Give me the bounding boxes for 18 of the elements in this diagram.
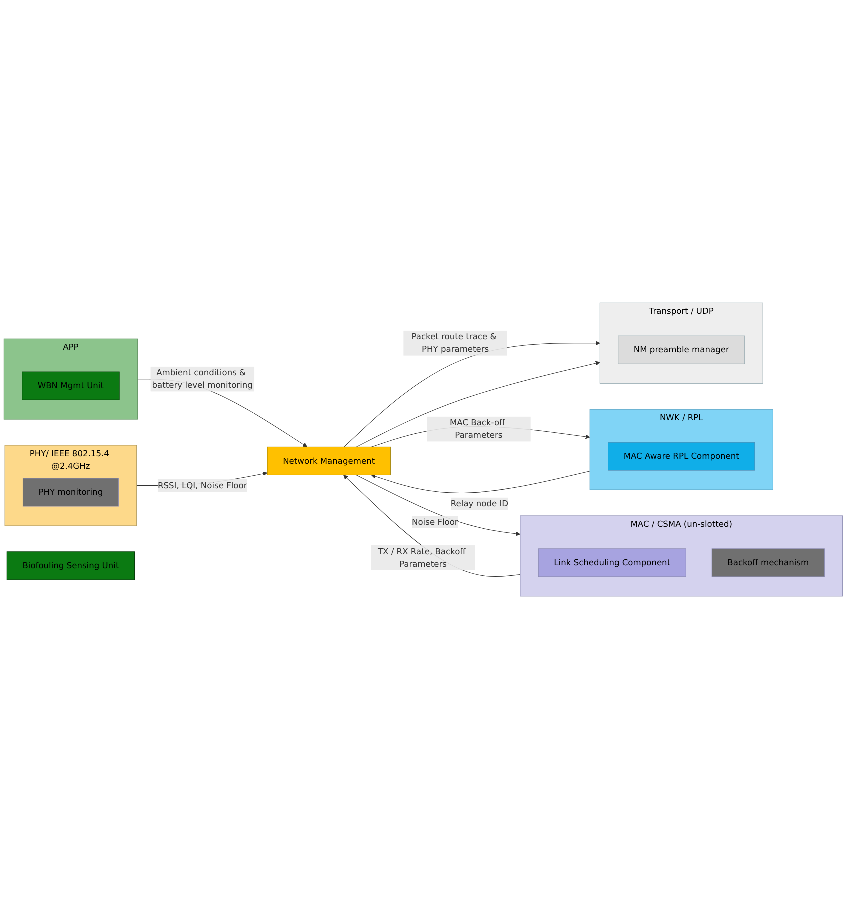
edge-label: RSSI, LQI, Noise Floor <box>158 480 248 491</box>
edge-label: MAC Back-off Parameters <box>450 418 506 440</box>
edge-label: Relay node ID <box>450 499 509 509</box>
edge-label: Packet route trace & PHY parameters <box>412 332 497 354</box>
node-box: MAC Aware RPL Component <box>608 442 756 472</box>
edge-label: Noise Floor <box>412 517 458 528</box>
node-box: PHY monitoring <box>22 478 119 507</box>
node-box: Biofouling Sensing Unit <box>6 552 136 580</box>
edge-label: Ambient conditions & battery level monitoring <box>152 368 253 390</box>
arrow <box>344 475 521 578</box>
edge-label: TX / RX Rate, Backoff Parameters <box>378 546 466 570</box>
node-box: Backoff mechanism <box>712 548 825 578</box>
arrow <box>356 475 521 536</box>
node-box: NM preamble manager <box>618 336 746 365</box>
node-box: Link Scheduling Component <box>538 548 686 578</box>
node-box: Network Management <box>267 447 391 476</box>
arrow <box>371 471 590 494</box>
node-box: WBN Mgmt Unit <box>22 372 120 401</box>
